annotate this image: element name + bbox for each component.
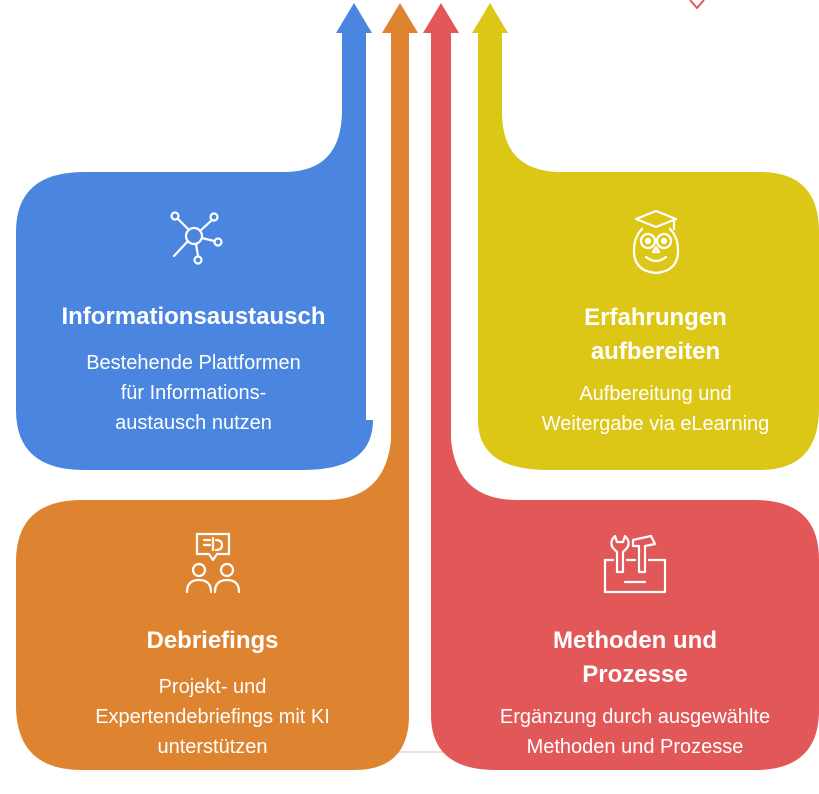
card-description-line: unterstützen	[157, 736, 268, 758]
card-title-line: Prozesse	[582, 661, 688, 688]
card-title: Debriefings	[146, 627, 279, 654]
orange-arrow-stem	[16, 30, 409, 770]
card-description-line: Methoden und Prozesse	[526, 736, 744, 758]
corner-chevron-icon	[689, 0, 705, 10]
card-description-line: Projekt- und	[158, 676, 267, 698]
yellow-arrow-stem	[478, 30, 819, 470]
card-description-line: Weitergabe via eLearning	[541, 413, 770, 435]
card-description-line: Bestehende Plattformen	[86, 352, 301, 374]
network-nodes-icon	[169, 211, 223, 265]
card-informationsaustausch: Informationsaustausch Bestehende Plattfo…	[16, 200, 371, 438]
red-arrow-head	[423, 3, 459, 33]
yellow-arrow-head	[472, 3, 508, 33]
blue-arrow-stem	[16, 30, 373, 470]
card-description-line: Expertendebriefings mit KI	[95, 706, 330, 728]
card-description-line: für Informations-	[120, 382, 267, 404]
red-arrow-stem	[431, 30, 819, 770]
card-erfahrungen-aufbereiten: Erfahrungen aufbereiten Aufbereitung und…	[492, 207, 819, 439]
card-title: Informationsaustausch	[61, 303, 326, 330]
card-description-line: Aufbereitung und	[579, 383, 732, 405]
card-description-line: Ergänzung durch ausgewählte	[499, 706, 771, 728]
graduate-owl-icon	[632, 209, 679, 275]
toolbox-icon	[603, 534, 667, 594]
card-debriefings: Debriefings Projekt- und Expertendebrief…	[16, 528, 409, 762]
orange-arrow-head	[382, 3, 418, 33]
card-description-line: austausch nutzen	[115, 412, 272, 434]
blue-arrow-head	[336, 3, 372, 33]
card-title-line: Methoden und	[553, 627, 717, 654]
card-title-line: Erfahrungen	[584, 304, 727, 331]
card-methoden-und-prozesse: Methoden und Prozesse Ergänzung durch au…	[451, 528, 819, 762]
card-title-line: aufbereiten	[590, 338, 721, 365]
people-discussion-icon	[185, 532, 240, 594]
